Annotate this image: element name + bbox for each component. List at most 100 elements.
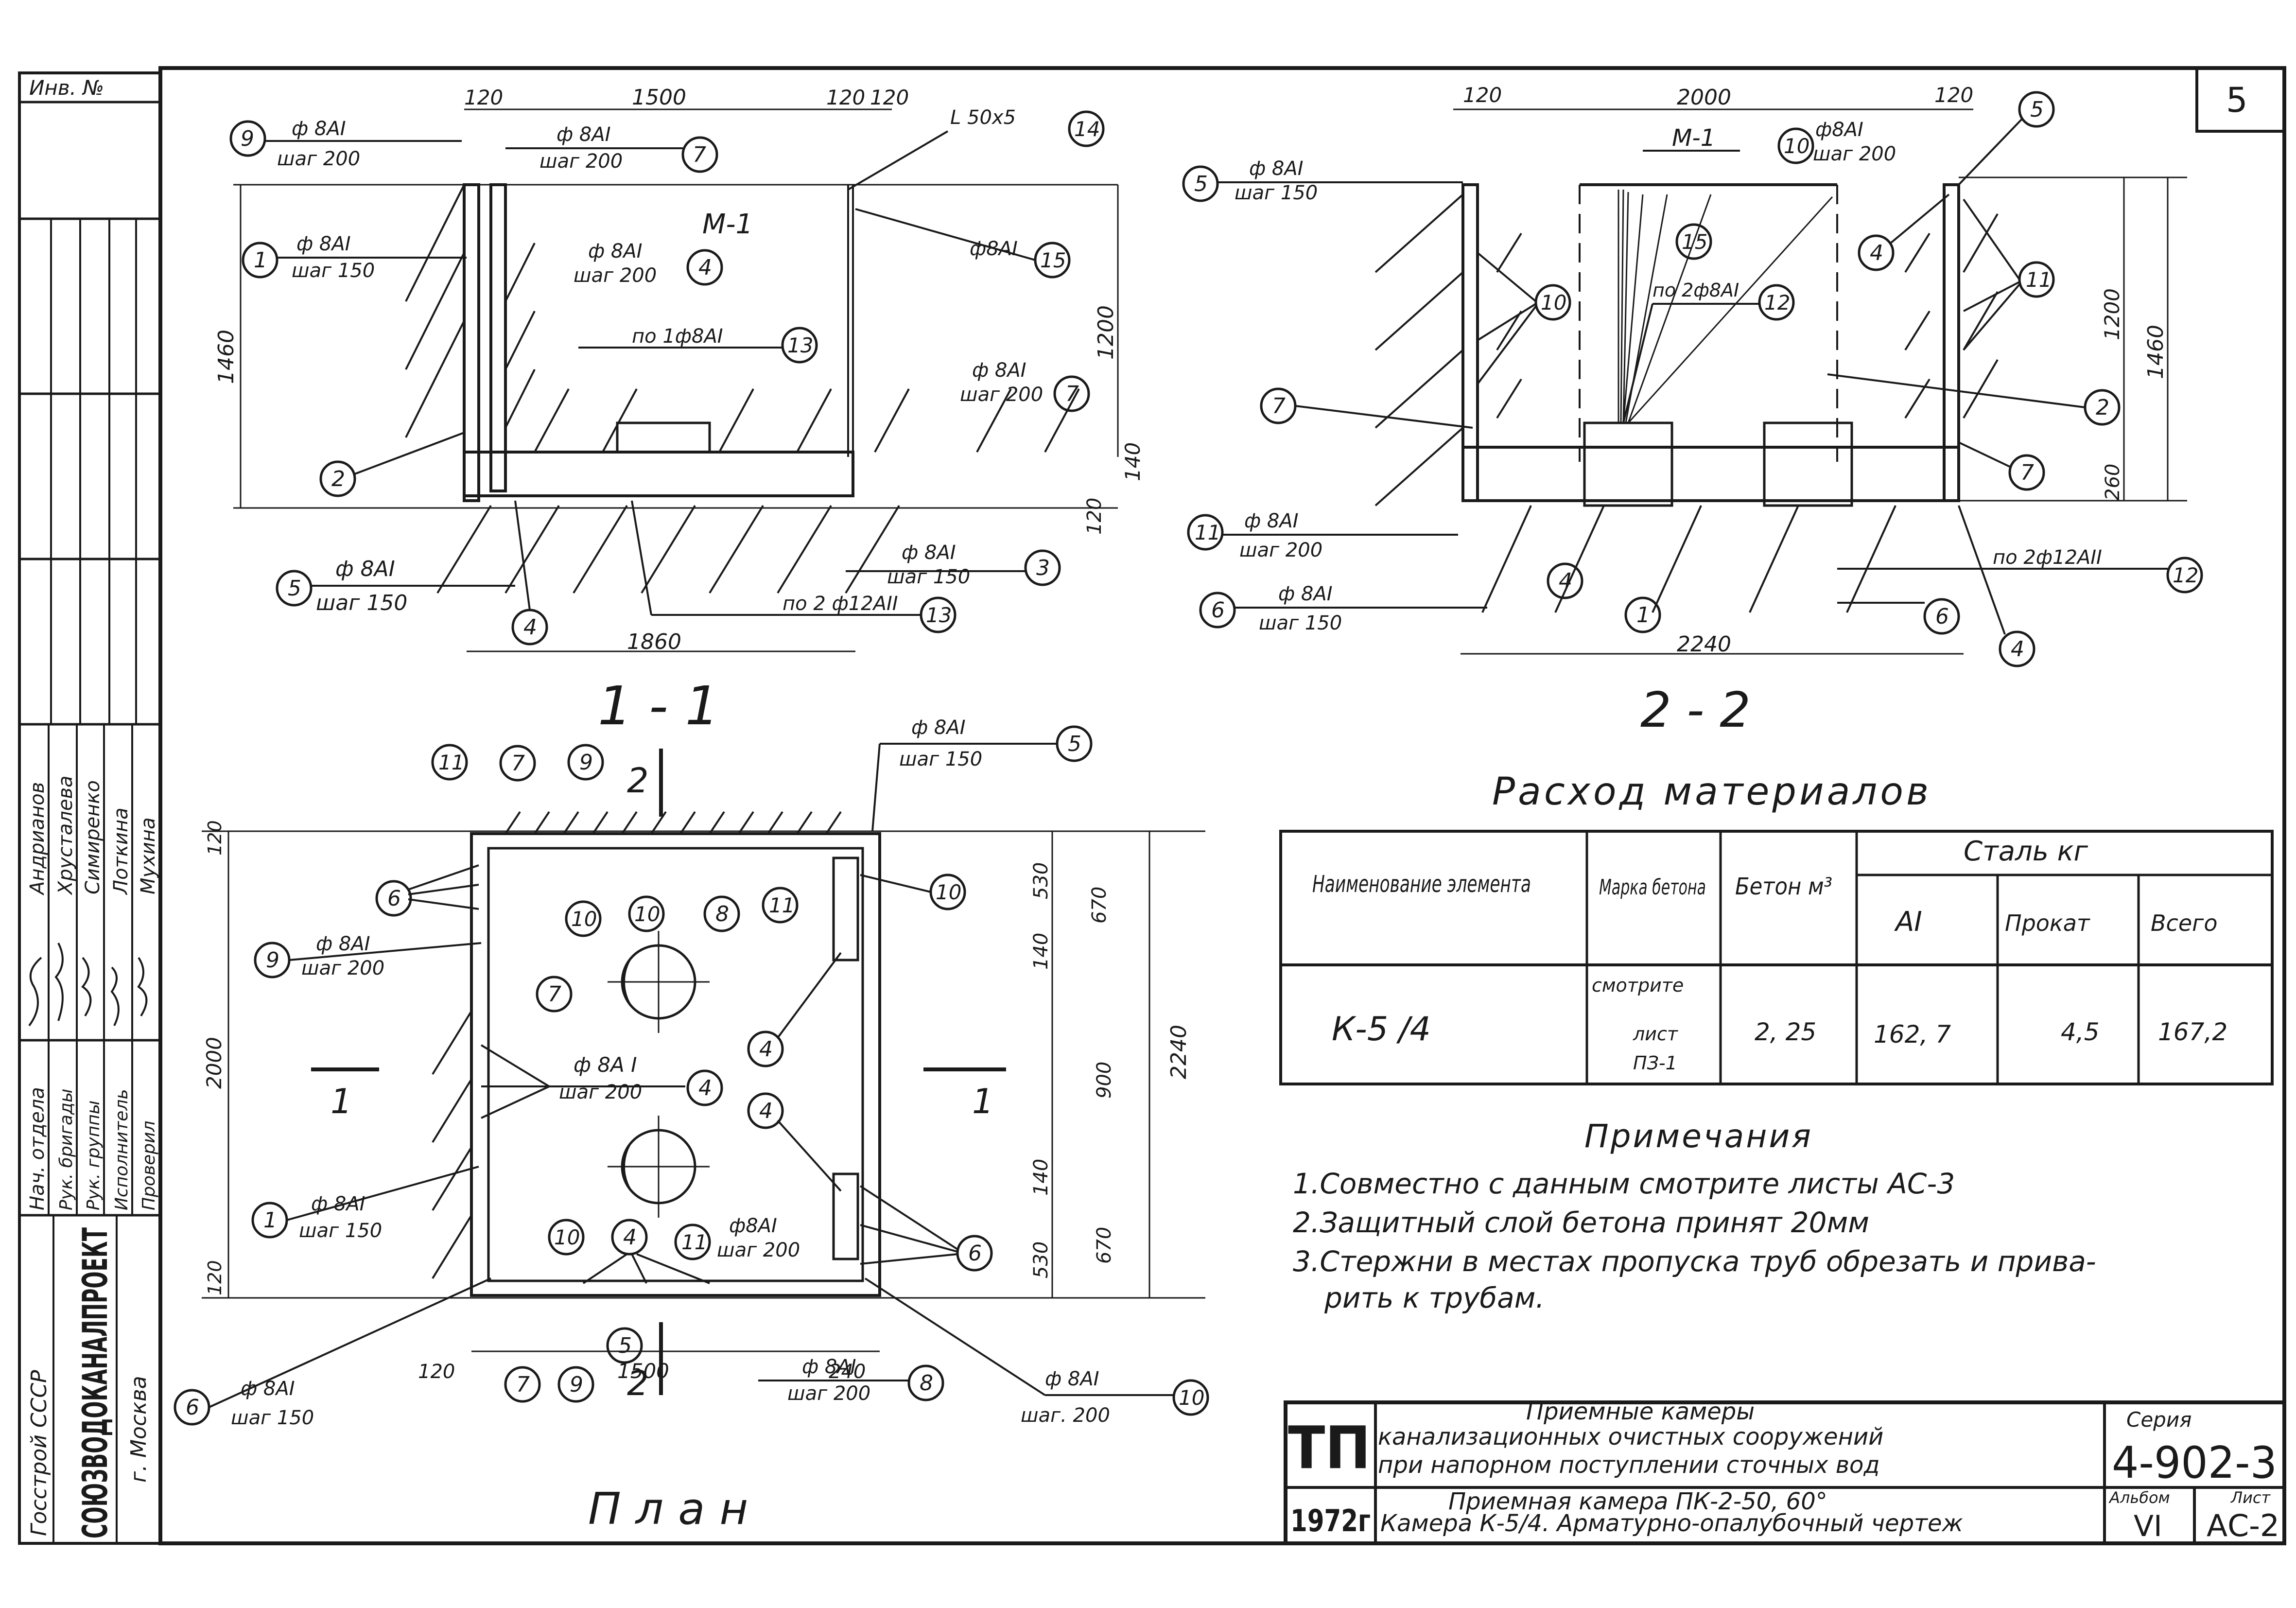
s11-bubble-3: 3 bbox=[1036, 556, 1050, 580]
sheet-number-box bbox=[2195, 67, 2286, 133]
plan-bubble-11b: 11 bbox=[769, 893, 795, 917]
s11-label-13b: по 2 ф12AII bbox=[783, 593, 898, 615]
plan-label-11c-sub: шаг 200 bbox=[717, 1239, 800, 1261]
plan-section-mark-top: 2 bbox=[627, 761, 649, 801]
plan-dim-r5: 2240 bbox=[1166, 1025, 1191, 1079]
section-2-2-hatch bbox=[1374, 193, 1999, 613]
s22-dim-4: 1200 bbox=[2100, 288, 2124, 340]
materials-header-ai: AI bbox=[1894, 906, 1922, 938]
s22-label-12b: по 2ф12AII bbox=[1993, 546, 2102, 569]
s22-label-6a-sub: шаг 150 bbox=[1259, 612, 1342, 634]
stamp-name-5: Мухина bbox=[137, 817, 159, 894]
s11-label-1-sub: шаг 150 bbox=[292, 260, 375, 282]
plan-dim-r2: 670 bbox=[1088, 887, 1111, 924]
s11-dim-5: 1460 bbox=[214, 330, 239, 384]
plan-dim-l1: 120 bbox=[204, 820, 226, 856]
s22-label-10a-sub: шаг 200 bbox=[1813, 143, 1896, 165]
plan-dim-r1: 530 bbox=[1030, 862, 1052, 899]
materials-row-grade-1: смотрите bbox=[1592, 975, 1684, 996]
org-city: г. Москва bbox=[126, 1376, 151, 1483]
plan-label-10e: ф 8AI bbox=[1045, 1368, 1099, 1390]
s22-bubble-4a: 4 bbox=[1870, 241, 1883, 265]
s22-bubble-6a: 6 bbox=[1211, 598, 1225, 623]
stamp-roles: Нач. отдела Андрианов Рук. бригады Хруст… bbox=[19, 723, 160, 1217]
plan-label-4b: ф 8A I bbox=[574, 1053, 637, 1077]
title-block: ТП 1972г Приемные камеры канализационных… bbox=[1284, 1398, 2286, 1545]
plan-bubble-4d: 4 bbox=[623, 1225, 637, 1250]
plan-label-6c-sub: шаг 150 bbox=[231, 1407, 314, 1429]
plan-dim-b3: 240 bbox=[829, 1361, 866, 1383]
plan-bubble-8b: 8 bbox=[920, 1371, 933, 1396]
s11-dim-3: 120 bbox=[826, 86, 865, 109]
plan-bubble-7a: 7 bbox=[511, 751, 525, 776]
sheet-code: АС-2 bbox=[2207, 1508, 2279, 1543]
plan-bubble-5a: 5 bbox=[1068, 732, 1081, 756]
note-1: 1.Совместно с данным смотрите листы АС-3 bbox=[1293, 1167, 1955, 1200]
s11-label-7b: ф 8AI bbox=[972, 359, 1026, 382]
materials-row-rolled: 4,5 bbox=[2061, 1018, 2100, 1046]
materials-header-concrete: Бетон м³ bbox=[1735, 873, 1832, 900]
notes: Примечания 1.Совместно с данным смотрите… bbox=[1293, 1118, 2096, 1314]
materials-title: Расход материалов bbox=[1492, 770, 1931, 814]
s22-bubble-11b: 11 bbox=[1195, 521, 1220, 544]
s11-label-7a: ф 8AI bbox=[557, 123, 611, 146]
s11-label-1: ф 8AI bbox=[296, 233, 351, 255]
s11-label-7b-sub: шаг 200 bbox=[960, 384, 1043, 406]
plan-title: План bbox=[588, 1484, 763, 1535]
plan-bubble-10d: 10 bbox=[554, 1225, 580, 1249]
plan-label-5a-sub: шаг 150 bbox=[899, 748, 982, 770]
s22-bubble-6b: 6 bbox=[1935, 604, 1949, 629]
s11-label-5: ф 8AI bbox=[335, 557, 395, 581]
s22-label-5a-sub: шаг 150 bbox=[1235, 182, 1318, 204]
plan-bubble-10a: 10 bbox=[571, 907, 597, 931]
s22-label-10a: ф8AI bbox=[1815, 119, 1863, 141]
note-4: рить к трубам. bbox=[1324, 1281, 1545, 1314]
s22-label-11b: ф 8AI bbox=[1244, 510, 1299, 532]
inv-label: Инв. № bbox=[29, 76, 104, 100]
sheet-label: Лист bbox=[2230, 1488, 2271, 1507]
plan-bubble-6b: 6 bbox=[968, 1241, 982, 1266]
stamp-role-4: Исполнитель bbox=[112, 1089, 132, 1210]
plan-section-mark-bottom: 2 bbox=[627, 1363, 649, 1403]
s22-dim-5: 1460 bbox=[2143, 325, 2168, 379]
s11-title: 1 - 1 bbox=[598, 675, 719, 737]
title-sub-1: Приемная камера ПК-2-50, 60° bbox=[1448, 1488, 1827, 1515]
materials-row-ai: 162, 7 bbox=[1874, 1020, 1951, 1049]
materials-row-grade-2: лист bbox=[1633, 1023, 1679, 1045]
plan-view: 530 670 140 900 2240 140 530 670 120 200… bbox=[174, 717, 1209, 1535]
stamp-role-1: Нач. отдела bbox=[26, 1087, 49, 1210]
stamp-name-3: Симиренко bbox=[82, 780, 104, 894]
materials-header-element: Наименование элемента bbox=[1312, 871, 1531, 898]
stamp-role-2: Рук. бригады bbox=[56, 1089, 76, 1210]
s11-label-5-sub: шаг 150 bbox=[316, 591, 407, 615]
plan-section-mark-left: 1 bbox=[330, 1082, 352, 1121]
s11-dim-9: 1860 bbox=[627, 629, 681, 654]
org-authority: Госстрой СССР bbox=[27, 1370, 52, 1536]
s22-dim-2: 2000 bbox=[1677, 85, 1731, 110]
s11-dim-2: 1500 bbox=[632, 85, 686, 110]
series-label: Серия bbox=[2126, 1408, 2192, 1432]
s22-dim-3: 120 bbox=[1934, 83, 1973, 107]
s22-mark: М-1 bbox=[1672, 124, 1715, 152]
plan-bubble-11a: 11 bbox=[438, 751, 464, 774]
plan-bubble-9b: 9 bbox=[266, 948, 279, 973]
plan-bubble-7b: 7 bbox=[548, 982, 561, 1007]
s22-dim-7: 2240 bbox=[1677, 632, 1731, 657]
s22-bubble-5b: 5 bbox=[2030, 97, 2044, 122]
s22-bubble-5a: 5 bbox=[1194, 172, 1208, 196]
plan-section-mark-right: 1 bbox=[972, 1082, 994, 1121]
plan-bubble-8a: 8 bbox=[715, 902, 729, 926]
plan-bubble-4b: 4 bbox=[698, 1076, 712, 1101]
section-1-1: 120 1500 120 120 1460 1200 140 120 1860 … bbox=[214, 85, 1145, 737]
plan-bubble-10c: 10 bbox=[936, 880, 961, 904]
plan-bubble-6a: 6 bbox=[387, 886, 401, 911]
section-2-2: 120 2000 120 1200 1460 260 2240 М-1 2 - … bbox=[1182, 83, 2203, 738]
s11-label-3: ф 8AI bbox=[902, 542, 956, 564]
s11-bubble-13a: 13 bbox=[787, 333, 813, 357]
org-block: Госстрой СССР СОЮЗВОДОКАНАЛПРОЕКТ г. Мос… bbox=[27, 1215, 151, 1543]
s22-bubble-7a: 7 bbox=[1272, 394, 1286, 419]
s11-mark: М-1 bbox=[702, 209, 753, 240]
s11-label-4: ф 8AI bbox=[588, 240, 643, 262]
stamp-name-4: Лоткина bbox=[110, 807, 132, 895]
plan-bubble-9c: 9 bbox=[570, 1372, 583, 1397]
